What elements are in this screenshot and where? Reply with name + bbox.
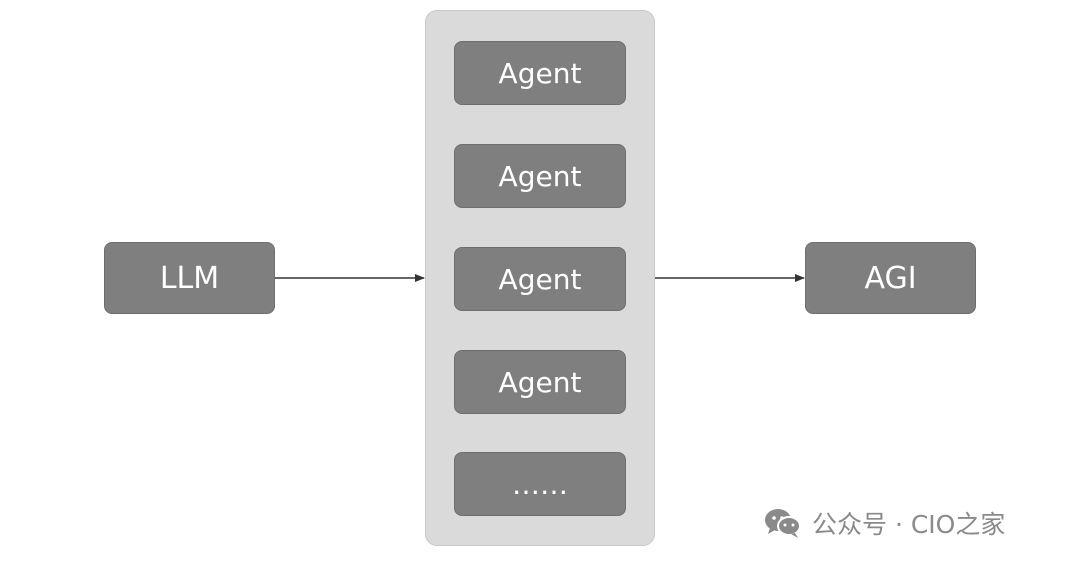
llm-node: LLM [104, 242, 275, 314]
agent-node-label: Agent [498, 262, 582, 296]
agent-node: Agent [454, 41, 626, 105]
watermark: 公众号 · CIO之家 [764, 505, 1005, 541]
agi-node-label: AGI [864, 260, 917, 296]
ellipsis-node: …… [454, 452, 626, 516]
agent-node-label: Agent [498, 56, 582, 90]
watermark-text: 公众号 · CIO之家 [812, 510, 1006, 539]
ellipsis-node-label: …… [512, 467, 568, 501]
agent-node: Agent [454, 350, 626, 414]
agi-node: AGI [805, 242, 976, 314]
agent-node: Agent [454, 144, 626, 208]
agent-node-label: Agent [498, 365, 582, 399]
agent-node: Agent [454, 247, 626, 311]
llm-node-label: LLM [159, 260, 220, 296]
wechat-icon [765, 509, 801, 538]
agent-node-label: Agent [498, 159, 582, 193]
